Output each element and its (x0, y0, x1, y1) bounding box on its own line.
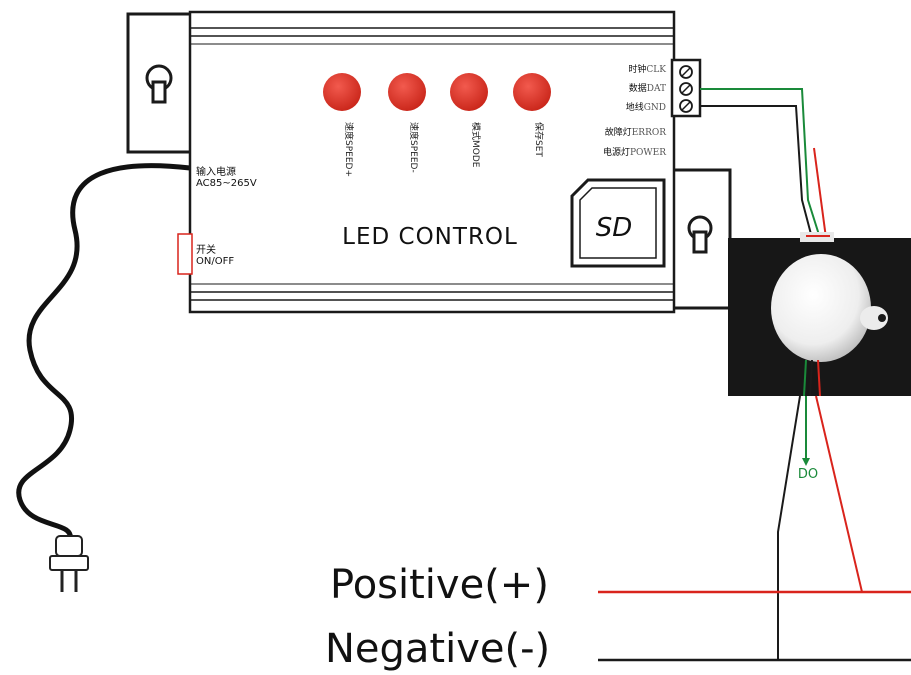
speed-plus-button[interactable] (323, 73, 361, 111)
button-label-speed-minus: 速度SPEED- (408, 122, 420, 173)
led-pixel-photo (728, 232, 911, 397)
wire-negative-drop (777, 395, 801, 660)
switch-label-en: ON/OFF (196, 256, 234, 267)
switch-label-cn: 开关 (196, 243, 216, 256)
speed-minus-button[interactable] (388, 73, 426, 111)
set-button[interactable] (513, 73, 551, 111)
terminal-label-gnd: 地线GND (626, 101, 666, 113)
positive-label: Positive(+) (330, 562, 549, 608)
terminal-block (670, 58, 702, 118)
sd-card-slot[interactable] (570, 178, 666, 268)
mounting-bracket-left (126, 12, 194, 154)
button-label-mode: 模式MODE (470, 122, 482, 168)
power-switch[interactable] (177, 233, 193, 275)
button-label-speed-plus: 速度SPEED+ (343, 122, 355, 177)
power-cord (16, 163, 193, 543)
mode-button[interactable] (450, 73, 488, 111)
terminal-label-dat: 数据DAT (629, 82, 666, 94)
data-out-arrow-icon (802, 458, 810, 466)
mounting-bracket-right (670, 168, 732, 310)
wire-positive-top (813, 147, 827, 239)
sd-label: SD (596, 213, 633, 243)
controller-title: LED CONTROL (342, 224, 518, 250)
wire-gnd (700, 105, 813, 239)
data-out-label: DO (798, 467, 818, 482)
input-power-label-cn: 输入电源 (196, 165, 236, 178)
wire-data (700, 88, 821, 239)
wire-positive-drop (815, 395, 863, 593)
indicator-label-power: 电源灯POWER (603, 146, 666, 158)
negative-label: Negative(-) (325, 626, 550, 672)
indicator-label-error: 故障灯ERROR (605, 126, 667, 138)
terminal-label-clk: 时钟CLK (628, 63, 666, 75)
input-power-label-en: AC85~265V (196, 178, 257, 189)
button-label-set: 保存SET (533, 122, 545, 157)
power-plug-icon (49, 535, 89, 592)
